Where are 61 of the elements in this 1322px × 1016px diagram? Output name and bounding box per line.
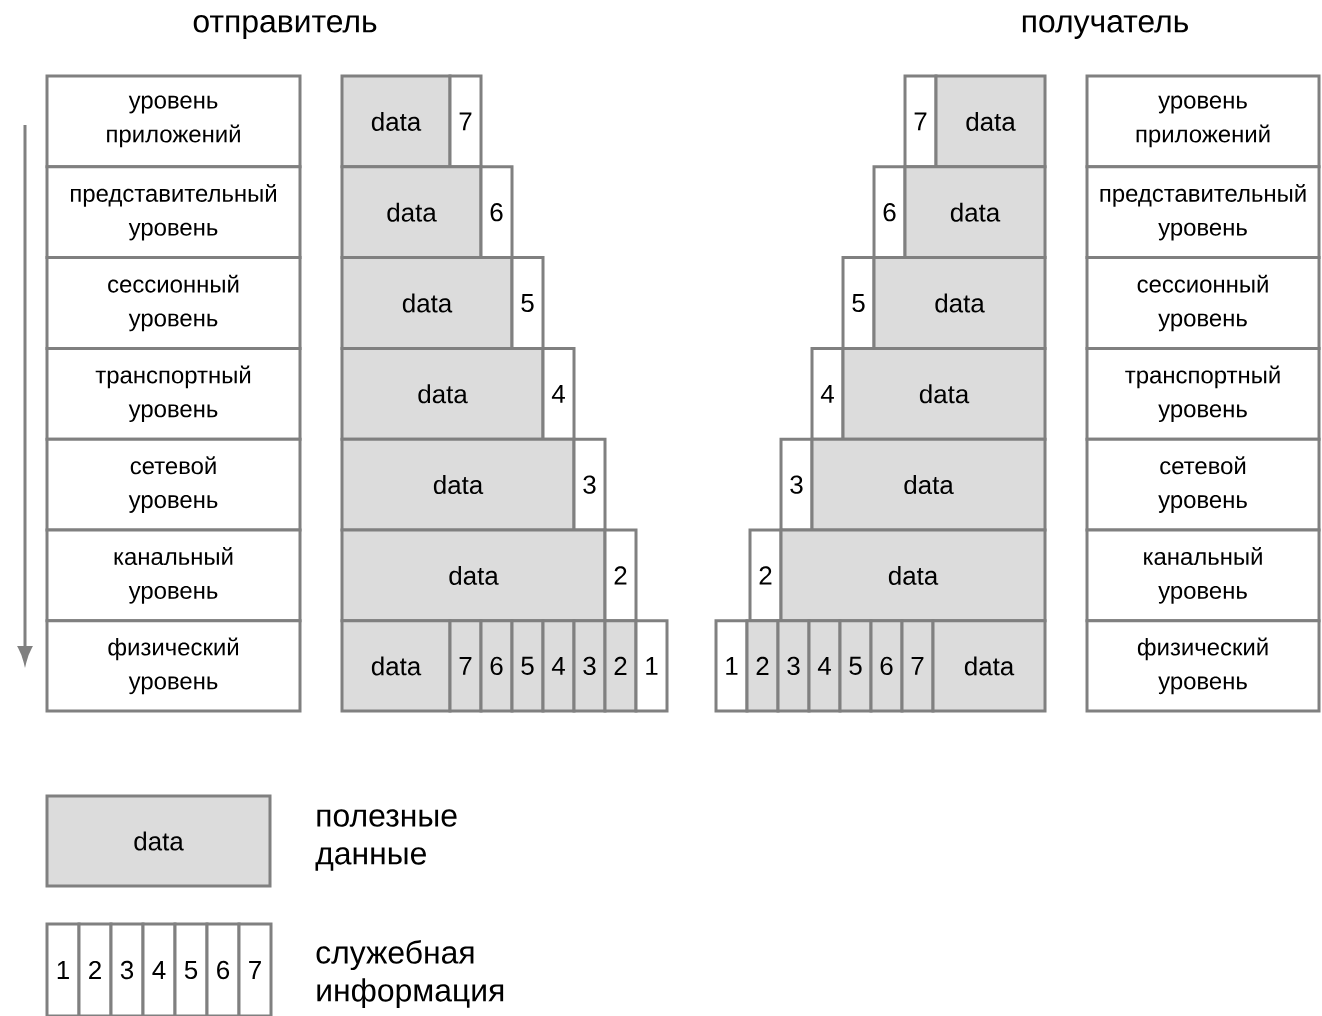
data-cell: data [841, 346, 1047, 441]
header-cell: 7 [448, 74, 483, 169]
layer-box: сессионный уровень [1085, 256, 1321, 350]
layer-box: уровень приложений [1085, 74, 1321, 169]
header-cell: 7 [900, 619, 935, 713]
header-cell: 5 [510, 256, 545, 350]
header-cell: 3 [776, 619, 811, 713]
legend-text: полезные данные [315, 809, 457, 871]
legend-text: служебная информация [316, 940, 504, 1008]
header-cell: 5 [173, 922, 209, 1016]
layer-box: представительный уровень [1085, 165, 1321, 260]
layer-box: транспортный уровень [45, 346, 302, 441]
header-cell: 4 [541, 346, 576, 441]
header-cell: 5 [841, 256, 876, 350]
header-cell: 6 [479, 165, 514, 260]
layer-box: сессионный уровень [45, 256, 302, 350]
header-cell: 6 [869, 619, 904, 713]
data-cell: data [340, 74, 452, 169]
header-cell: 7 [237, 922, 273, 1016]
data-cell: data [340, 346, 545, 441]
header-cell: 3 [779, 437, 814, 532]
header-cell: 4 [141, 922, 177, 1016]
header-cell: 3 [572, 437, 607, 532]
data-cell: data [340, 256, 514, 350]
header-cell: 2 [745, 619, 780, 713]
header-cell: 1 [634, 619, 669, 713]
layer-box: физический уровень [1085, 619, 1321, 713]
header-cell: 2 [77, 922, 113, 1016]
header-cell: 7 [448, 619, 483, 713]
header-cell: 4 [541, 619, 576, 713]
header-cell: 5 [838, 619, 873, 713]
layer-box: уровень приложений [45, 74, 302, 169]
header-cell: 6 [872, 165, 907, 260]
header-cell: 7 [903, 74, 938, 169]
layer-box: канальный уровень [45, 528, 302, 623]
header-cell: 5 [510, 619, 545, 713]
data-cell: data [903, 165, 1047, 260]
header-cell: 1 [45, 922, 81, 1016]
layer-box: физический уровень [45, 619, 302, 713]
header-cell: 2 [603, 528, 638, 623]
data-cell: data [810, 437, 1047, 532]
layer-box: транспортный уровень [1085, 346, 1321, 441]
layer-box: сетевой уровень [1085, 437, 1321, 532]
layer-box: представительный уровень [45, 165, 302, 260]
header-cell: 6 [479, 619, 514, 713]
layer-box: канальный уровень [1085, 528, 1321, 623]
header-cell: 6 [205, 922, 241, 1016]
data-cell: data [872, 256, 1047, 350]
data-cell: data [934, 74, 1047, 169]
data-cell: data [340, 165, 483, 260]
header-cell: 1 [714, 619, 749, 713]
header-cell: 2 [603, 619, 638, 713]
header-cell: 2 [748, 528, 783, 623]
layer-box: сетевой уровень [45, 437, 302, 532]
header-cell: 3 [109, 922, 145, 1016]
column-title: получатель [1022, 15, 1188, 39]
header-cell: 3 [572, 619, 607, 713]
data-cell: data [340, 437, 576, 532]
header-cell: 4 [810, 346, 845, 441]
column-title: отправитель [193, 15, 377, 39]
header-cell: 4 [807, 619, 842, 713]
